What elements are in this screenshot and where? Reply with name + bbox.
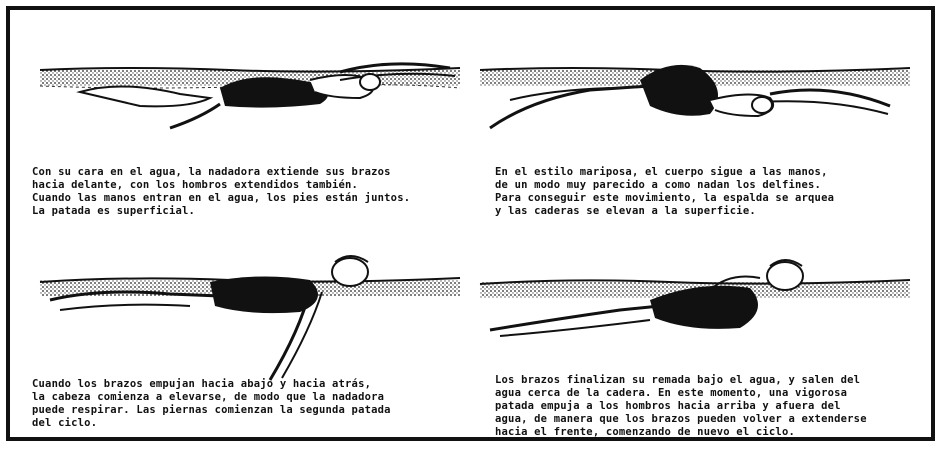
caption-2: En el estilo mariposa, el cuerpo sigue a… [495, 166, 925, 218]
caption-1: Con su cara en el agua, la nadadora exti… [32, 166, 472, 218]
swimmer-3 [50, 256, 368, 380]
caption-3: Cuando los brazos empujan hacia abajo y … [32, 378, 472, 430]
caption-4: Los brazos finalizan su remada bajo el a… [495, 374, 925, 439]
figure-frame: Con su cara en el agua, la nadadora exti… [6, 6, 935, 441]
swimmer-illustrations [10, 10, 931, 437]
